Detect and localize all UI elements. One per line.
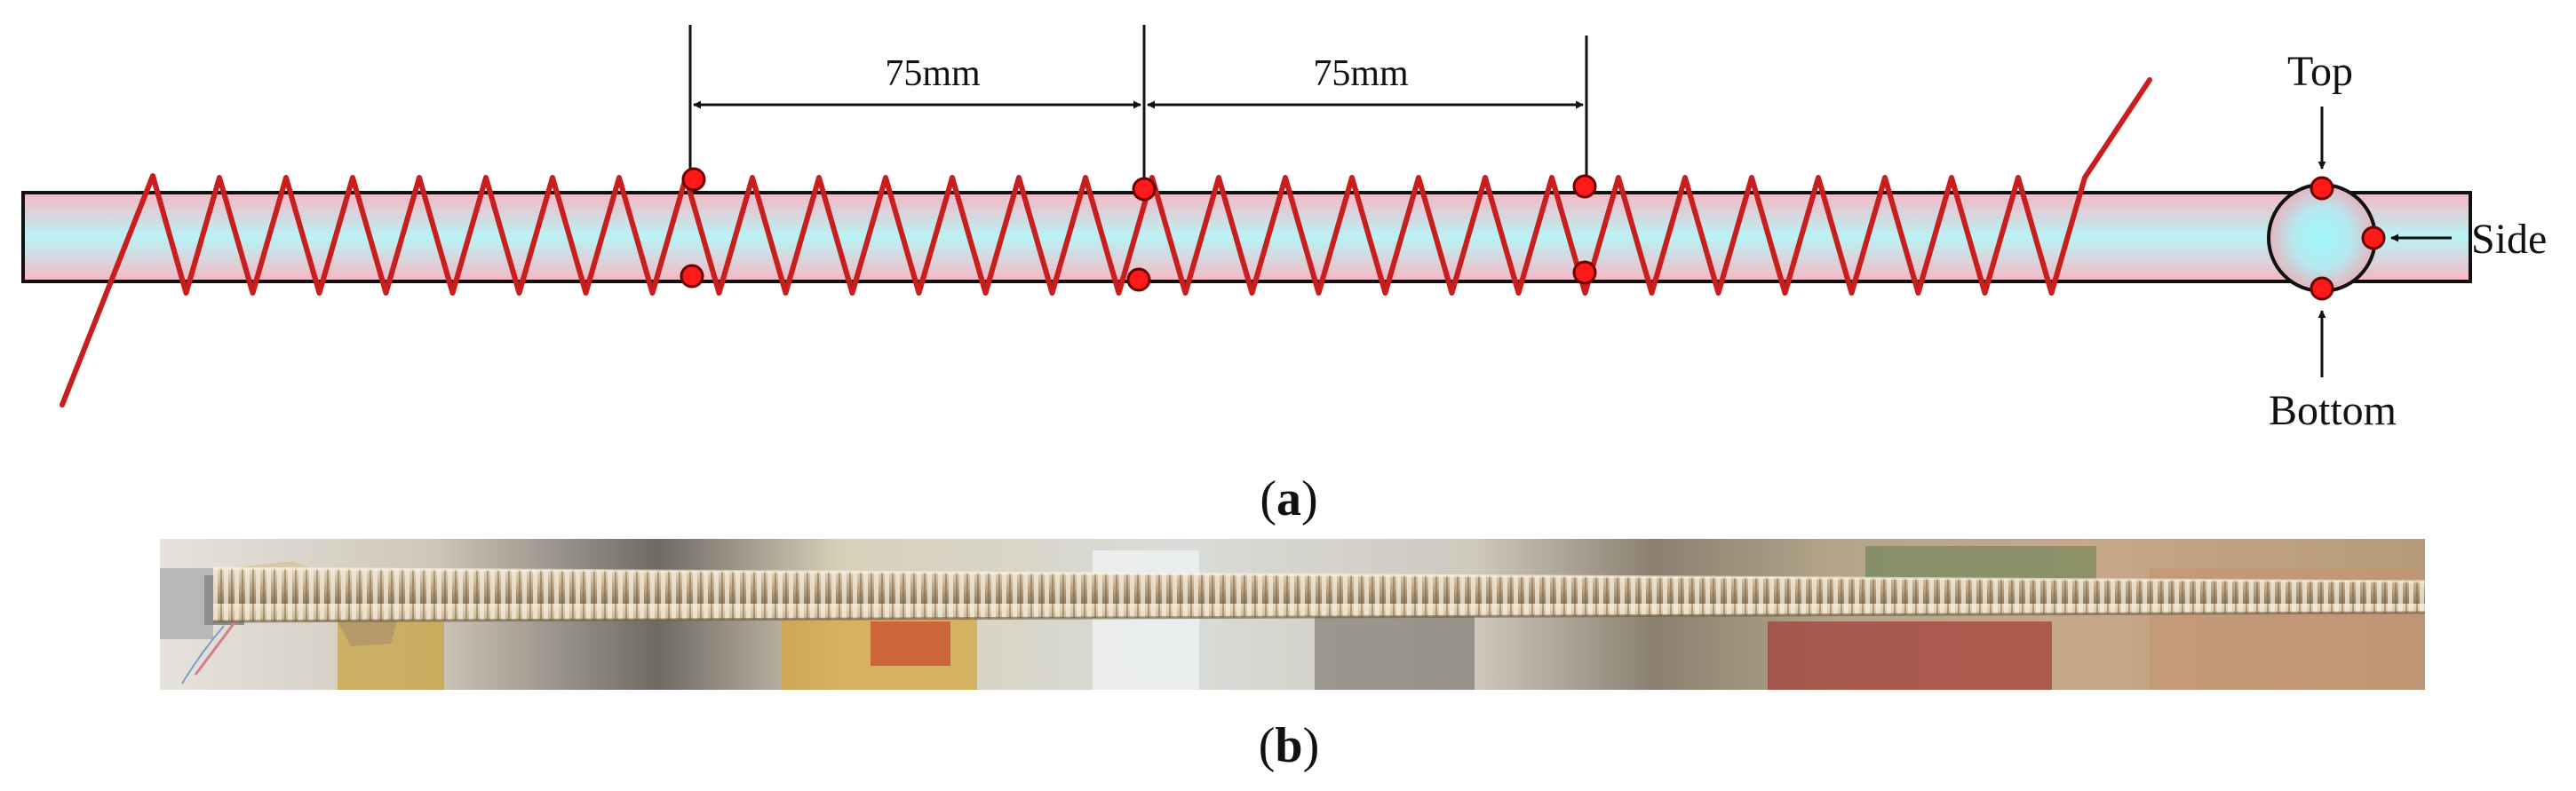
label-top: Top — [2287, 48, 2353, 95]
dimension-lines — [688, 25, 1588, 185]
dimension-label-2: 75mm — [1313, 53, 1409, 94]
sensor-points — [680, 167, 1597, 292]
cross-section: Top Side Bottom — [2267, 48, 2547, 434]
label-bottom: Bottom — [2269, 387, 2397, 434]
cross-section-circle — [2267, 183, 2377, 293]
caption-a: (a) — [1260, 471, 1317, 526]
sensor-top — [2310, 176, 2334, 201]
dimension-label-1: 75mm — [885, 53, 981, 94]
caption-b: (b) — [1259, 718, 1319, 773]
sensor-point — [1132, 177, 1157, 202]
sensor-point — [1572, 174, 1597, 199]
sensor-point — [680, 264, 704, 289]
heating-coil — [60, 77, 2152, 407]
panel-b: (b) — [160, 539, 2426, 773]
panel-a: 75mm 75mm Top Side Bottom — [21, 25, 2547, 526]
sensor-point — [1572, 260, 1597, 285]
label-side: Side — [2471, 216, 2547, 263]
photo-wound-tube — [160, 539, 2426, 690]
sensor-bottom — [2310, 276, 2334, 301]
sensor-side — [2361, 225, 2386, 250]
sensor-point — [681, 167, 706, 192]
sensor-point — [1126, 267, 1151, 292]
